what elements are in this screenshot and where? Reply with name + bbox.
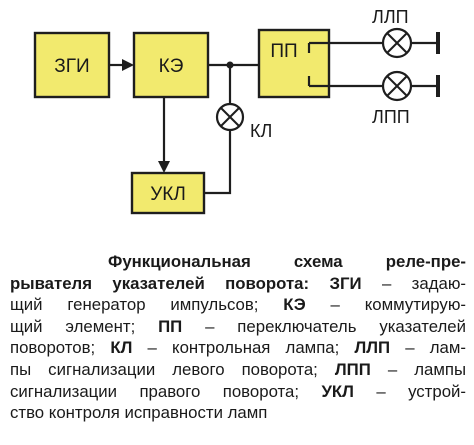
caption-term-pp: ПП xyxy=(158,316,183,336)
caption-title-part1: Функциональная схема реле-пре- xyxy=(108,252,466,271)
arrow-head-ke-ukl xyxy=(158,161,170,173)
figure-caption: Функциональная схема реле-пре- рывателя … xyxy=(10,251,466,424)
caption-line-4: щий элемент; ПП – переключатель указател… xyxy=(10,316,466,338)
wire-kl-ukl xyxy=(204,130,232,195)
caption-line-3: щий генератор импульсов; КЭ – коммутирую… xyxy=(10,294,466,316)
caption-term-lpp: ЛПП xyxy=(334,359,371,379)
caption-term-kl: КЛ xyxy=(110,338,133,358)
caption-term-ukl: УКЛ xyxy=(321,381,354,401)
caption-def-ukl-a: – устрой- xyxy=(353,381,466,401)
block-ukl-label: УКЛ xyxy=(150,184,186,205)
caption-def-zgi-a: – задаю- xyxy=(361,273,466,293)
lamp-lpp-label: ЛПП xyxy=(372,107,410,127)
caption-line-2: рывателя указателей поворота: ЗГИ – зада… xyxy=(10,273,466,295)
block-zgi xyxy=(33,31,111,99)
caption-def-llp-b: пы сигнализации левого поворота; xyxy=(10,359,335,379)
arrow-head-zgi-ke xyxy=(122,59,134,71)
block-zgi-label: ЗГИ xyxy=(54,56,89,77)
caption-def-pp-a: – переключатель указателей xyxy=(182,316,466,336)
caption-def-ke-b: щий элемент; xyxy=(10,316,159,336)
block-pp-label: ПП xyxy=(270,41,297,62)
caption-line-5: поворотов; КЛ – контрольная лампа; ЛЛП –… xyxy=(10,337,466,359)
caption-line-1: Функциональная схема реле-пре- xyxy=(10,251,466,273)
caption-title-part2: рывателя указателей поворота: xyxy=(10,273,310,293)
caption-def-lpp-a: – лампы xyxy=(370,359,466,379)
caption-def-zgi-b: щий генератор импульсов; xyxy=(10,295,284,315)
caption-term-zgi: ЗГИ xyxy=(329,273,362,293)
caption-def-kl: – контрольная лампа; xyxy=(132,338,355,358)
lamp-kl-cross-b xyxy=(220,107,240,127)
caption-line-6: пы сигнализации левого поворота; ЛПП – л… xyxy=(10,359,466,381)
lamp-kl-label: КЛ xyxy=(250,121,272,141)
caption-def-pp-b: поворотов; xyxy=(10,338,111,358)
turn-signal-diagram: ЗГИ КЭ ПП УКЛ КЛ ЛЛП ЛПП xyxy=(33,7,440,215)
caption-line-8: ство контроля исправности ламп xyxy=(10,402,466,424)
caption-def-ukl-b: ство контроля исправности ламп xyxy=(10,403,268,423)
caption-term-ke: КЭ xyxy=(283,295,306,315)
caption-term-llp: ЛЛП xyxy=(354,338,391,358)
block-ke xyxy=(132,31,210,99)
block-ke-label: КЭ xyxy=(159,56,184,77)
caption-line-7: сигнализации правого поворота; УКЛ – уст… xyxy=(10,381,466,403)
caption-def-lpp-b: сигнализации правого поворота; xyxy=(10,381,322,401)
lamp-llp-label: ЛЛП xyxy=(372,7,409,27)
lamp-lpp-cross-b xyxy=(386,75,408,97)
lamp-llp-cross-b xyxy=(386,32,408,54)
caption-def-ke-a: – коммутирую- xyxy=(305,295,466,315)
caption-def-llp-a: – лам- xyxy=(390,338,466,358)
